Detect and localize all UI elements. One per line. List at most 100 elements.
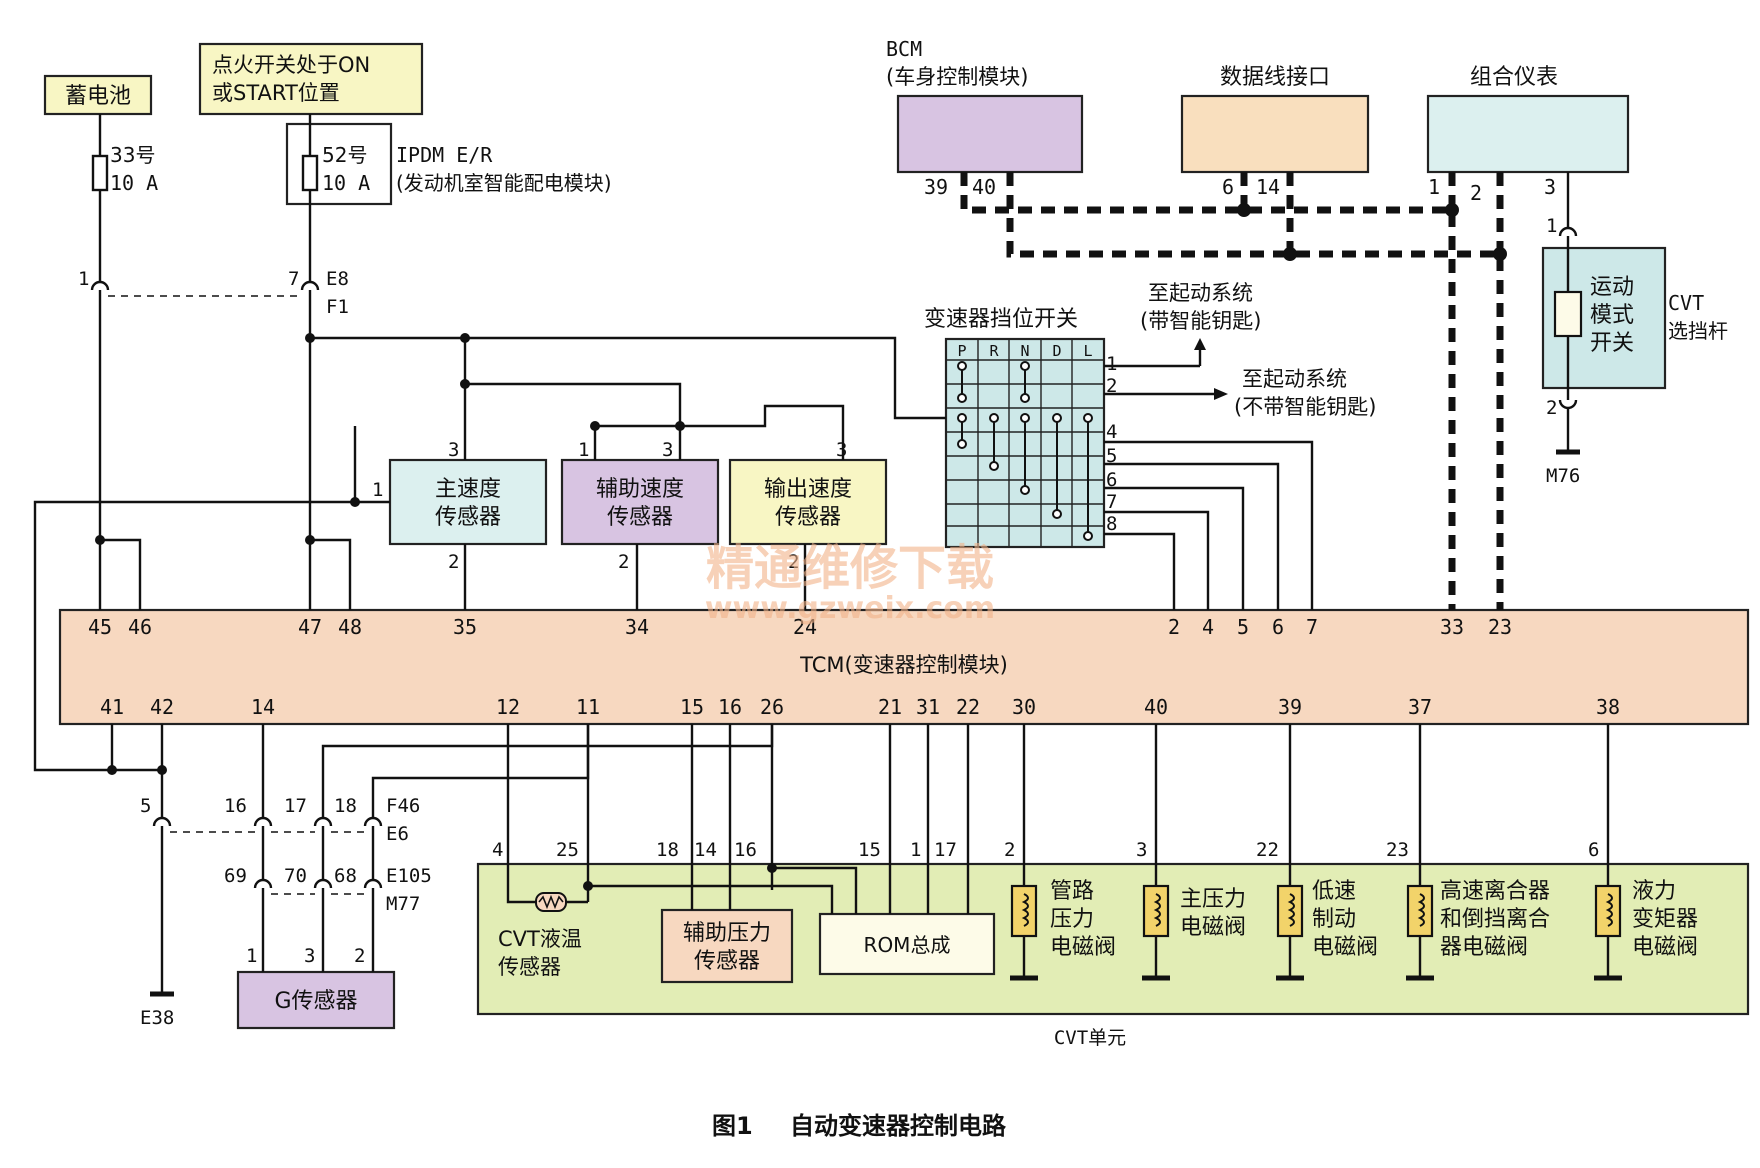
rom-assembly-box <box>818 912 996 976</box>
cvt-pin-16: 16 <box>734 839 757 861</box>
range-switch-title: 变速器挡位开关 <box>924 307 1078 332</box>
sol5-l1: 液力 <box>1632 879 1676 904</box>
g-sensor-box <box>236 970 396 1030</box>
tcm-pin-16: 16 <box>718 695 742 719</box>
conn-pin70: 70 <box>284 865 307 887</box>
meter-pin1: 1 <box>1428 175 1440 199</box>
sol3-l3: 电磁阀 <box>1312 935 1378 960</box>
cvt-pin-3: 3 <box>1136 839 1147 861</box>
figure-number: 图1 <box>712 1112 753 1140</box>
tcm-pin-14: 14 <box>251 695 275 719</box>
sol2-l1: 主压力 <box>1180 887 1246 912</box>
fuse33-rating: 10 A <box>110 171 158 195</box>
sol3-l2: 制动 <box>1312 907 1356 932</box>
to-start-nosmart-1: 至起动系统 <box>1242 367 1347 391</box>
tcm-name: TCM(变速器控制模块) <box>799 653 1008 677</box>
range-col-d: D <box>1052 342 1061 360</box>
cvt-pin-18: 18 <box>656 839 679 861</box>
cvt-pin-15: 15 <box>858 839 881 861</box>
primary-sensor-l1: 主速度 <box>435 477 501 502</box>
range-pin-7: 7 <box>1106 491 1117 513</box>
output-sensor-l1: 输出速度 <box>764 477 852 502</box>
sol4-l2: 和倒挡离合 <box>1440 907 1550 932</box>
tcm-pin-30: 30 <box>1012 695 1036 719</box>
conn-e105: E105 <box>386 865 432 887</box>
tcm-pin-39: 39 <box>1278 695 1302 719</box>
primary-pin1: 1 <box>372 479 383 501</box>
secondary-pin1: 1 <box>578 439 589 461</box>
sol1-l3: 电磁阀 <box>1050 935 1116 960</box>
sec-press-l1: 辅助压力 <box>683 921 771 946</box>
meter-box <box>1426 94 1630 174</box>
fuse52-name: 52号 <box>322 143 367 167</box>
conn-e6: E6 <box>386 823 409 845</box>
cvt-pin-14: 14 <box>694 839 717 861</box>
g-sensor-pin3: 3 <box>304 945 315 967</box>
primary-sensor-l2: 传感器 <box>435 505 501 530</box>
meter-label: 组合仪表 <box>1470 65 1558 90</box>
dlc-label: 数据线接口 <box>1220 65 1330 90</box>
conn-e8: E8 <box>326 268 349 290</box>
cvt-pin-2: 2 <box>1004 839 1015 861</box>
fluid-temp-l1: CVT液温 <box>498 927 582 951</box>
tcm-pin-31: 31 <box>916 695 940 719</box>
range-pin-4: 4 <box>1106 421 1117 443</box>
tcm-pin-21: 21 <box>878 695 902 719</box>
meter-pin3: 3 <box>1544 175 1556 199</box>
conn-pin69: 69 <box>224 865 247 887</box>
range-col-l: L <box>1083 342 1092 360</box>
cvt-pin-6: 6 <box>1588 839 1599 861</box>
fuse52-rating: 10 A <box>322 171 370 195</box>
range-pin-2: 2 <box>1106 375 1117 397</box>
ipdm-name: IPDM E/R <box>396 143 493 167</box>
tcm-pin-41: 41 <box>100 695 124 719</box>
tcm-pin-42: 42 <box>150 695 174 719</box>
sec-press-l2: 传感器 <box>694 949 760 974</box>
to-start-smart-2: (带智能钥匙) <box>1140 309 1261 333</box>
tcm-pin-40: 40 <box>1144 695 1168 719</box>
cvt-pin-4: 4 <box>492 839 503 861</box>
cvt-pin-17: 17 <box>934 839 957 861</box>
conn-pin68: 68 <box>334 865 357 887</box>
range-pin-6: 6 <box>1106 469 1117 491</box>
secondary-pressure-sensor-box <box>660 908 794 984</box>
sol1-l1: 管路 <box>1050 879 1094 904</box>
cvt-pin-1: 1 <box>910 839 921 861</box>
sport-pin1: 1 <box>1546 215 1557 237</box>
sport-label-1: 运动 <box>1590 275 1634 300</box>
ignition-line2: 或START位置 <box>212 81 340 105</box>
sol5-l3: 电磁阀 <box>1632 935 1698 960</box>
solenoid-coil-windings <box>1021 893 1613 927</box>
bcm-pin40: 40 <box>972 175 996 199</box>
tcm-pin-47: 47 <box>298 615 322 639</box>
cvt-shifter-label-2: 选挡杆 <box>1668 319 1728 343</box>
tcm-pin-24: 24 <box>793 615 817 639</box>
bcm-desc: (车身控制模块) <box>886 65 1028 89</box>
wires <box>33 114 1622 997</box>
ipdm-desc: (发动机室智能配电模块) <box>396 171 612 195</box>
battery-box <box>43 74 153 116</box>
conn-m77: M77 <box>386 893 420 915</box>
range-col-n: N <box>1020 342 1029 360</box>
output-pin2: 2 <box>788 551 799 573</box>
dlc-pin14: 14 <box>1256 175 1280 199</box>
tcm-pin-38: 38 <box>1596 695 1620 719</box>
ignition-conn-pin: 7 <box>288 268 299 290</box>
tcm-pin-2: 2 <box>1168 615 1180 639</box>
tcm-pin-15: 15 <box>680 695 704 719</box>
g-sensor-pin2: 2 <box>354 945 365 967</box>
g-sensor-pin1: 1 <box>246 945 257 967</box>
output-sensor-l2: 传感器 <box>775 505 841 530</box>
primary-speed-sensor-box <box>388 458 548 546</box>
tcm-pin-26: 26 <box>760 695 784 719</box>
conn-pin16: 16 <box>224 795 247 817</box>
tcm-pin-11: 11 <box>576 695 600 719</box>
tcm-top-pins: 45 46 47 48 35 34 24 2 4 5 6 7 33 23 <box>88 615 1512 639</box>
to-start-nosmart-2: (不带智能钥匙) <box>1234 395 1376 419</box>
cvt-pin-23: 23 <box>1386 839 1409 861</box>
range-pin-1: 1 <box>1106 353 1117 375</box>
tcm-pin-37: 37 <box>1408 695 1432 719</box>
tcm-pin-22: 22 <box>956 695 980 719</box>
battery-label: 蓄电池 <box>65 84 131 109</box>
tcm-pin-23: 23 <box>1488 615 1512 639</box>
